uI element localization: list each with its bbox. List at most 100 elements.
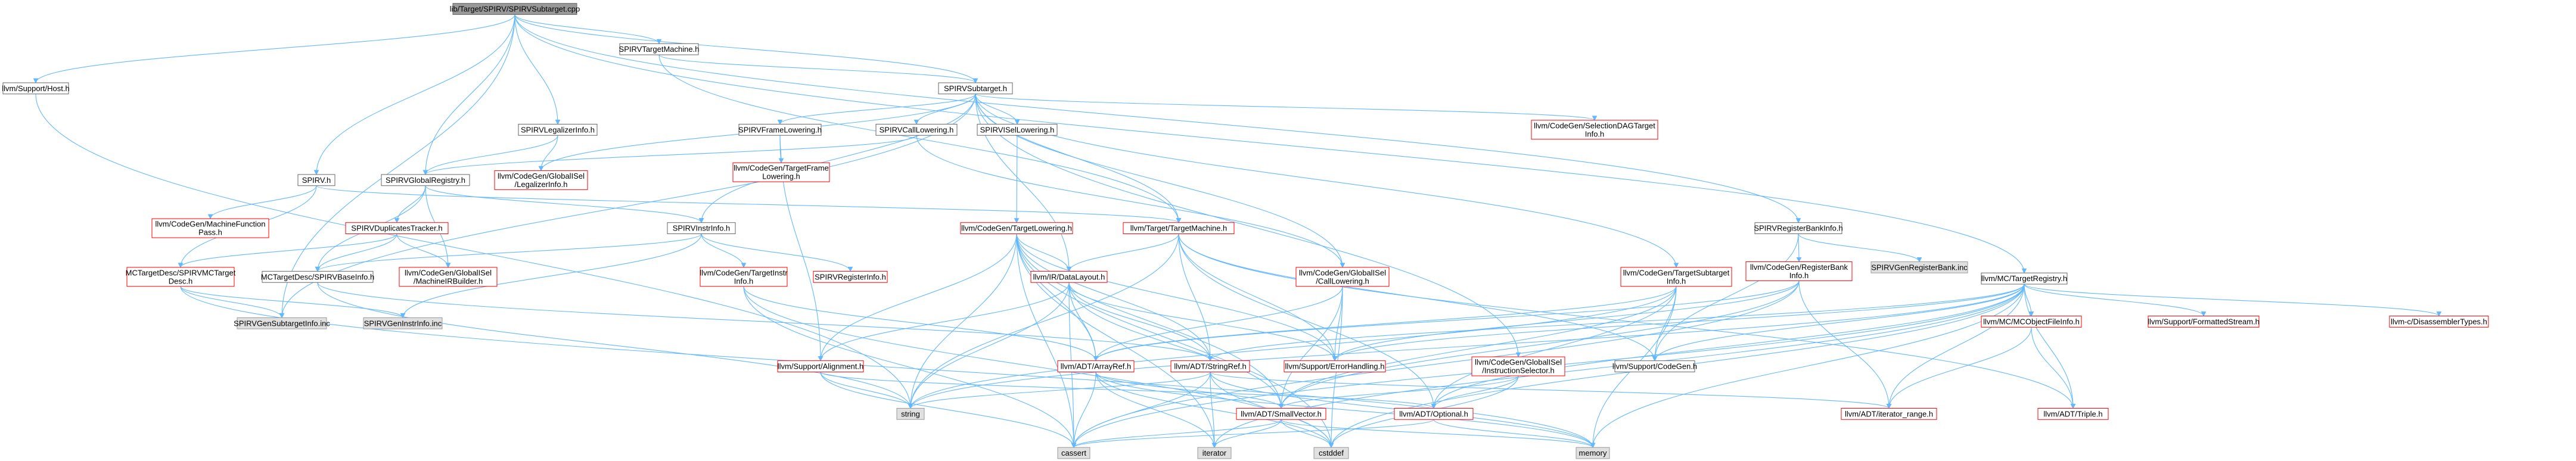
node-host[interactable]: llvm/Support/Host.h [2,82,70,95]
node-mcbase[interactable]: MCTargetDesc/SPIRVBaseInfo.h [261,270,375,283]
node-box [1870,261,1968,273]
node-disasm[interactable]: llvm-c/DisassemblerTypes.h [2389,316,2489,328]
node-label: llvm/CodeGen/GlobalISel [1475,358,1562,367]
edge-arrowhead [178,263,184,268]
edge-tlow-to-align [820,233,1017,361]
node-label: SPIRVRegisterBankInfo.h [1754,224,1842,233]
node-label: /MachineIRBuilder.h [414,276,483,285]
node-sref[interactable]: llvm/ADT/StringRef.h [1170,360,1250,372]
node-mctr[interactable]: llvm/MC/TargetRegistry.h [1981,272,2068,285]
node-label: iterator [1202,448,1227,457]
edge-arrowhead [1207,356,1213,362]
node-cg[interactable]: llvm/Support/CodeGen.h [1612,360,1697,372]
node-label: Desc.h [169,276,192,285]
edge-arrowhead [1916,257,1922,263]
node-opt[interactable]: llvm/ADT/Optional.h [1394,407,1474,420]
node-cstddef[interactable]: cstddef [1313,447,1349,459]
node-root[interactable]: lib/Target/SPIRV/SPIRVSubtarget.cpp [450,3,580,15]
edge-arrowhead [1431,403,1437,409]
node-gilegal[interactable]: llvm/CodeGen/GlobalISel/LegalizerInfo.h [494,170,588,190]
node-aref[interactable]: llvm/ADT/ArrayRef.h [1057,360,1135,372]
node-label: llvm/ADT/StringRef.h [1174,362,1246,371]
node-label: SPIRVInstrInfo.h [673,224,731,233]
node-reginfo[interactable]: SPIRVRegisterInfo.h [813,270,888,283]
node-svec[interactable]: llvm/ADT/SmallVector.h [1236,407,1326,420]
node-cassert[interactable]: cassert [1057,447,1090,459]
node-rbi[interactable]: SPIRVRegisterBankInfo.h [1754,222,1843,235]
edge-aref-to-memory [1095,372,1593,448]
node-box [452,3,577,15]
edge-arrowhead [1014,218,1020,223]
node-label: llvm/CodeGen/GlobalISel [1299,268,1386,277]
node-label: llvm/ADT/Triple.h [2043,409,2102,418]
node-tlow[interactable]: llvm/CodeGen/TargetLowering.h [960,222,1073,235]
node-box [738,123,822,136]
edge-dl-to-string [910,282,1070,409]
node-memory[interactable]: memory [1576,447,1610,459]
node-genregbank[interactable]: SPIRVGenRegisterBank.inc [1870,261,1968,273]
edge-arrowhead [400,313,406,319]
node-label: /LegalizerInfo.h [515,180,568,189]
node-genst[interactable]: SPIRVGenSubtargetInfo.inc [234,317,330,329]
edge-tlow-to-dl [1016,233,1070,272]
node-box [960,222,1073,235]
node-gicl[interactable]: llvm/CodeGen/GlobalISel/CallLowering.h [1295,267,1390,287]
node-gisel[interactable]: llvm/CodeGen/GlobalISel/InstructionSelec… [1471,356,1565,376]
edge-opt-to-cassert [1073,419,1434,448]
edge-mcofi-to-itr [1888,327,2032,409]
node-isell[interactable]: SPIRVISelLowering.h [977,123,1058,136]
edge-sub-to-framel [779,94,976,124]
edge-arrowhead [315,266,321,272]
edge-duptrack-to-mcbase [317,233,397,272]
node-fs[interactable]: llvm/Support/FormattedStream.h [2148,316,2260,328]
node-label: llvm/Support/ErrorHandling.h [1285,362,1385,371]
node-label: llvm/CodeGen/TargetSubtarget [1623,268,1730,277]
node-label: llvm/CodeGen/TargetInstr [700,268,788,277]
node-align[interactable]: llvm/Support/Alignment.h [777,360,864,372]
node-label: llvm/MC/TargetRegistry.h [1981,274,2067,283]
node-dl[interactable]: llvm/IR/DataLayout.h [1030,270,1108,283]
node-box [1841,407,1937,420]
node-box [1981,316,2082,328]
node-box [1576,447,1610,459]
node-framel[interactable]: SPIRVFrameLowering.h [738,123,822,136]
node-ttm[interactable]: llvm/Target/TargetMachine.h [1123,222,1235,235]
node-box [1313,447,1349,459]
node-label: SPIRV.h [302,176,331,185]
node-box [1394,407,1474,420]
edge-sub-to-gisel [975,94,1519,357]
edge-arrowhead [538,166,544,172]
node-gr[interactable]: SPIRVGlobalRegistry.h [381,174,470,186]
node-err[interactable]: llvm/Support/ErrorHandling.h [1284,360,1386,372]
node-iterator[interactable]: iterator [1197,447,1232,459]
node-label: SPIRVLegalizerInfo.h [521,125,595,134]
node-label: llvm/Support/CodeGen.h [1612,362,1697,371]
node-instrinfo[interactable]: SPIRVInstrInfo.h [667,222,736,235]
node-mcofi[interactable]: llvm/MC/MCObjectFileInfo.h [1981,316,2082,328]
node-box [518,123,598,136]
edge-opt-to-memory [1433,419,1593,448]
edge-tlow-to-sref [1016,233,1211,361]
node-string[interactable]: string [896,407,925,420]
node-duptrack[interactable]: SPIRVDuplicatesTracker.h [345,222,449,235]
node-genii[interactable]: SPIRVGenInstrInfo.inc [363,317,443,329]
node-tm[interactable]: SPIRVTargetMachine.h [619,43,700,55]
edge-arrowhead [207,214,213,220]
node-triple[interactable]: llvm/ADT/Triple.h [2037,407,2109,420]
edge-mctr-to-sref [1210,284,2025,361]
node-label: llvm/MC/MCObjectFileInfo.h [1983,317,2080,326]
node-leg[interactable]: SPIRVLegalizerInfo.h [518,123,598,136]
node-calll[interactable]: SPIRVCallLowering.h [875,123,958,136]
node-itr[interactable]: llvm/ADT/iterator_range.h [1841,407,1937,420]
node-regbankinfo[interactable]: llvm/CodeGen/RegisterBankInfo.h [1745,261,1853,281]
node-mirb[interactable]: llvm/CodeGen/GlobalISel/MachineIRBuilder… [399,267,498,287]
node-spirv[interactable]: SPIRV.h [297,174,335,186]
node-sub[interactable]: SPIRVSubtarget.h [938,82,1013,95]
node-label: llvm/ADT/SmallVector.h [1241,409,1322,418]
